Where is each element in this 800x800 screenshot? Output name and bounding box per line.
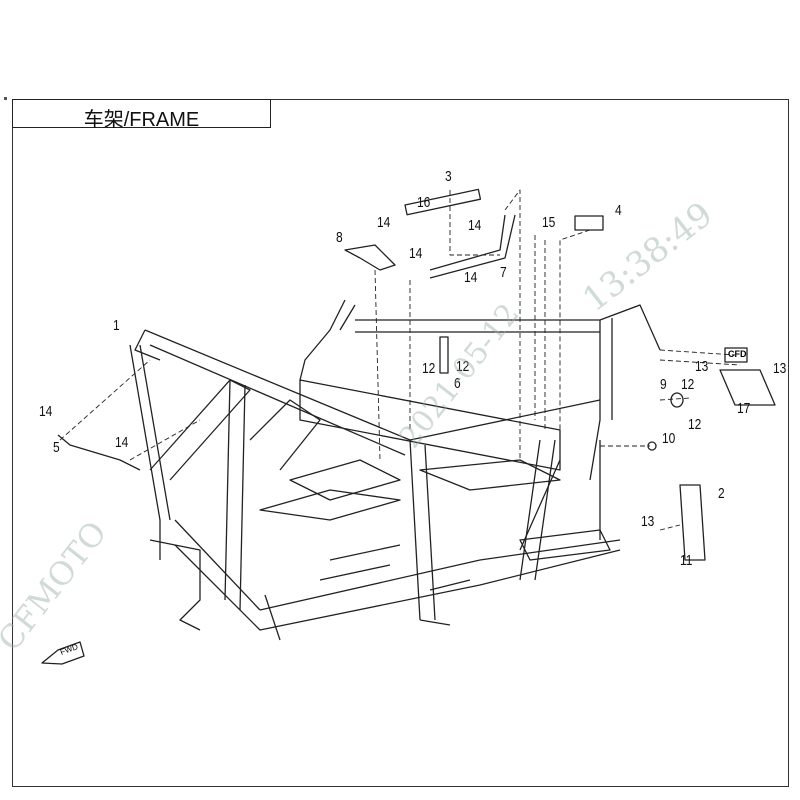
part-9-grommet [670, 392, 684, 408]
callout-14: 14 [377, 214, 391, 231]
callout-16: 16 [417, 194, 431, 211]
callout-15: 15 [542, 214, 556, 231]
callout-14: 14 [115, 434, 129, 451]
callout-14: 14 [39, 403, 53, 420]
callout-8: 8 [336, 229, 343, 246]
callout-14: 14 [409, 245, 423, 262]
callout-11: 11 [680, 552, 693, 569]
callout-12: 12 [681, 376, 695, 393]
title-box: 车架/FRAME [12, 99, 271, 131]
callout-14: 14 [464, 269, 478, 286]
fwd-arrow-icon [41, 641, 85, 665]
part-5-cable [57, 434, 141, 471]
part-8-bracket [344, 244, 396, 271]
part-4-block [574, 215, 604, 231]
part-16-rail [404, 188, 482, 216]
corner-mark [4, 97, 7, 100]
callout-4: 4 [615, 202, 622, 219]
frame-part-1 [129, 299, 661, 641]
part-6-plate [439, 336, 449, 374]
callout-10: 10 [662, 430, 676, 447]
assembly-leader-lines [59, 189, 741, 531]
callout-13: 13 [695, 358, 709, 375]
callout-1: 1 [113, 317, 120, 334]
callout-14: 14 [468, 217, 482, 234]
callout-2: 2 [718, 485, 725, 502]
callout-12: 12 [688, 416, 702, 433]
part-7-tube [429, 214, 516, 279]
callout-17: 17 [737, 400, 751, 417]
callout-7: 7 [500, 264, 507, 281]
callout-13: 13 [641, 513, 655, 530]
diagram-border [12, 99, 789, 787]
callout-9: 9 [660, 376, 667, 393]
callout-12: 12 [456, 358, 470, 375]
part-17-label: CFD [728, 349, 747, 359]
callout-5: 5 [53, 439, 60, 456]
callout-3: 3 [445, 168, 452, 185]
callout-13: 13 [773, 360, 787, 377]
part-2-plate [679, 484, 706, 561]
callout-12: 12 [422, 360, 436, 377]
callout-6: 6 [454, 375, 461, 392]
diagram-title: 车架/FRAME [83, 109, 200, 131]
part-17-mudflap [719, 347, 776, 406]
